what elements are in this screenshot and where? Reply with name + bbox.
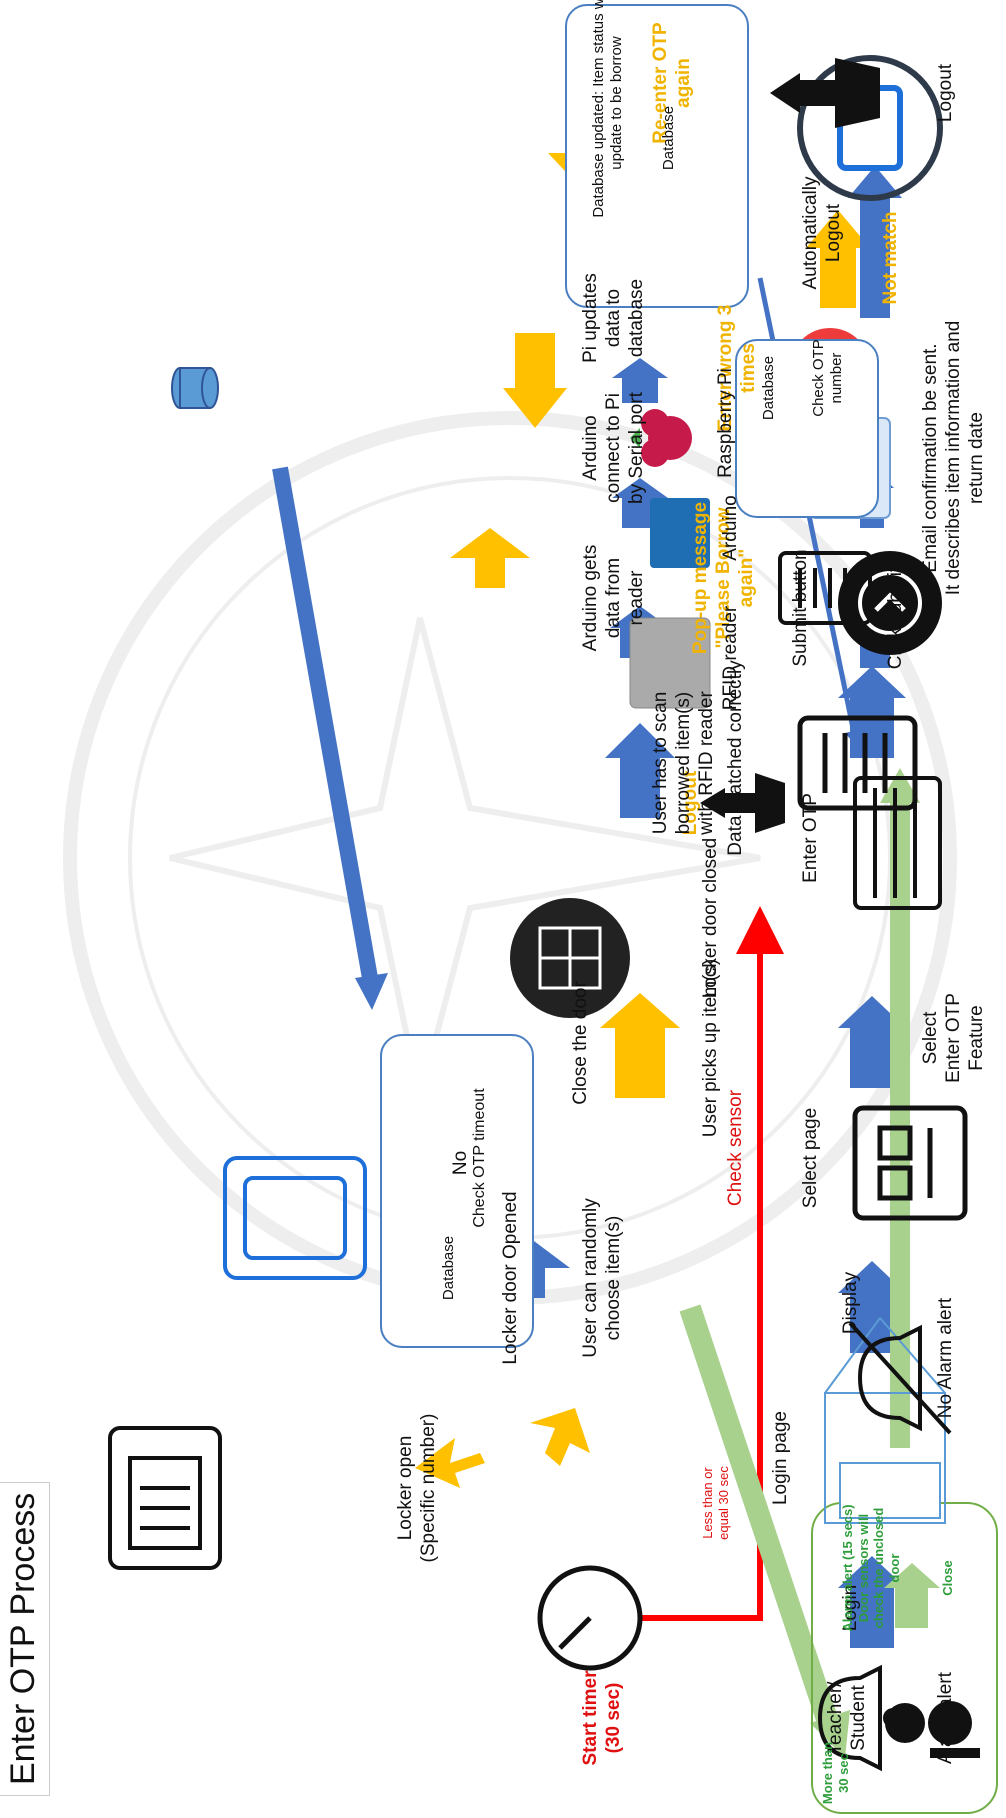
check-otp-number-label: Check OTP number xyxy=(810,339,845,417)
arrow-login xyxy=(838,1556,906,1648)
user-can-choose-label: User can randomly choose item(s) xyxy=(580,1198,624,1358)
alarm-alert-text: Alarm alert (15 secs) Door sensors will … xyxy=(840,1504,902,1632)
arrow-not-match xyxy=(806,210,870,308)
database-label-3: Database xyxy=(440,1235,457,1301)
not-match-label: Not match xyxy=(880,211,901,305)
select-feature-label: Select Enter OTP Feature xyxy=(920,993,987,1083)
popup-document-icon xyxy=(778,551,872,625)
database-label-2: Database xyxy=(660,105,677,171)
arrow-close-door xyxy=(600,993,680,1098)
locker-closed-icon xyxy=(510,898,630,1018)
arrow-close xyxy=(884,1563,940,1628)
select-page-icon xyxy=(852,1105,968,1221)
more-than-label: More than 30 sec xyxy=(820,1741,851,1805)
timer-icon xyxy=(537,1565,643,1671)
arrow-locker-timer xyxy=(415,1438,485,1488)
alarm-alert-label: Alarm alert xyxy=(935,1672,956,1764)
enter-otp-label: Enter OTP xyxy=(800,793,821,883)
login-page-label: Login page xyxy=(770,1410,791,1506)
arrow-locker-choose xyxy=(530,1408,590,1466)
document-icon xyxy=(797,715,918,811)
arrow-scan xyxy=(605,723,675,818)
start-timer-label: Start timer (30 sec) xyxy=(580,1670,624,1766)
arrow-popup xyxy=(450,528,530,588)
no-alarm-alert-label: No Alarm alert xyxy=(935,1297,956,1419)
rfid-reader-label: RFID reader xyxy=(720,605,741,711)
no-alarm-icon xyxy=(848,1321,952,1435)
no-label: No xyxy=(450,1150,471,1176)
database-icon xyxy=(171,367,219,409)
teacher-student-icon xyxy=(885,1701,980,1758)
hand-items-icon xyxy=(223,1156,367,1280)
check-otp-timeout-label: Check OTP timeout xyxy=(471,1088,488,1228)
arrow-data-matched xyxy=(272,466,388,1010)
arrow-select-feature xyxy=(838,996,906,1088)
close-label: Close xyxy=(940,1560,955,1596)
logout-label-2: Logout xyxy=(935,63,956,123)
login-page-icon xyxy=(824,1317,946,1524)
locker-open-label: Locker open (Specific number) xyxy=(395,1413,439,1563)
arduino-connect-label: Arduino connect to Pi by Serial port xyxy=(580,392,647,504)
database-label-1: Database xyxy=(760,355,777,421)
display-label: Display xyxy=(840,1271,861,1335)
arrow-auto-logout xyxy=(848,166,902,318)
check-sensor-label: Check sensor xyxy=(725,1089,746,1207)
submit-button-label: Submit button xyxy=(790,549,811,667)
logout-ship-icon-2 xyxy=(770,58,880,128)
green-arrows xyxy=(679,768,940,1758)
logout-ship-icon xyxy=(700,773,785,833)
close-door-label: Close the door xyxy=(570,981,591,1105)
less-than-label: Less than or equal 30 sec xyxy=(700,1466,731,1540)
raspberry-pi-icon xyxy=(630,409,692,467)
rfid-reader-icon xyxy=(629,617,711,709)
raspberry-pi-label: Raspberry Pi xyxy=(715,368,736,478)
arrow-pi xyxy=(612,358,668,403)
user-scan-label: User has to scan borrowed item(s) with R… xyxy=(650,691,717,835)
locker-open-icon xyxy=(108,1426,222,1570)
database-updated-label: Database updated: Item status will updat… xyxy=(590,0,625,218)
email-confirmation-label: Email confirmation be sent. It describes… xyxy=(920,320,987,596)
page-title: Enter OTP Process xyxy=(0,1481,50,1796)
click-submit-label: Click submit xyxy=(885,566,906,670)
auto-logout-label: Automatically Logout xyxy=(800,176,844,290)
arduino-gets-label: Arduino gets data from reader xyxy=(580,544,647,652)
arduino-icon xyxy=(650,498,710,568)
check-sensor-line xyxy=(640,906,784,1621)
locker-door-opened-label: Locker door Opened xyxy=(500,1191,521,1365)
submit-badge-icon xyxy=(838,551,942,655)
select-page-label: Select page xyxy=(800,1107,821,1209)
pi-updates-label: Pi updates data to database xyxy=(580,273,647,363)
arrow-wrong xyxy=(503,333,567,428)
alarm-bell-icon xyxy=(817,1664,903,1772)
